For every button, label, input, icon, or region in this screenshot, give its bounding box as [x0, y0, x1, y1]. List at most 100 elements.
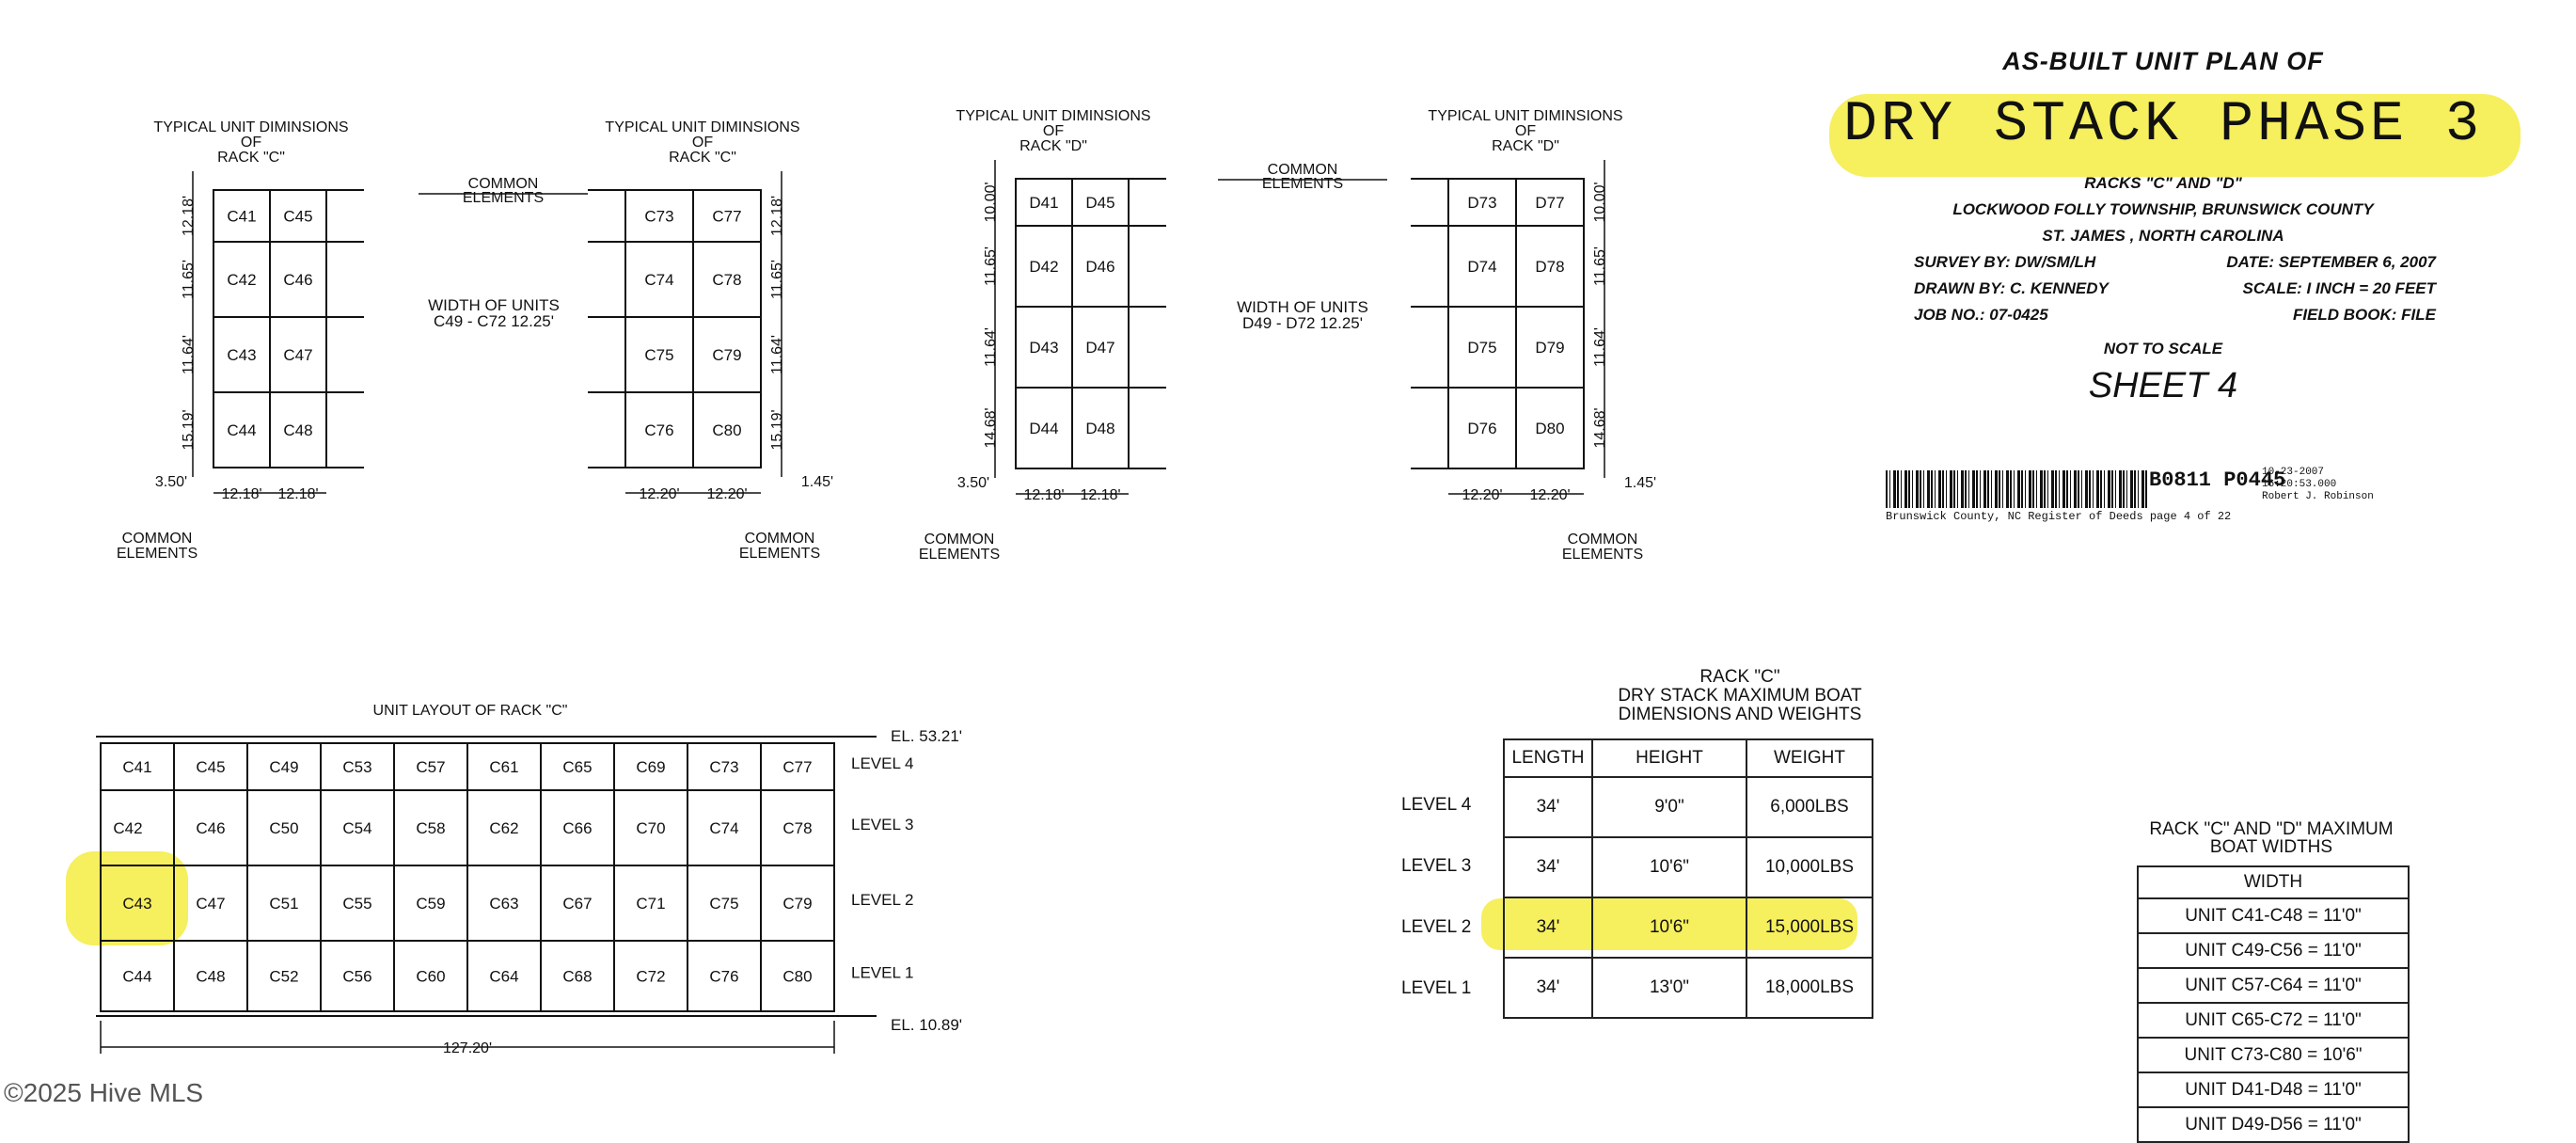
typical-heading: TYPICAL UNIT DIMINSIONS	[153, 119, 348, 135]
book-page: B0811 P0445	[2149, 468, 2286, 492]
layout-unit-label: C66	[562, 819, 592, 837]
row-dimension: 11.65'	[769, 260, 785, 299]
layout-unit-label: C69	[636, 758, 665, 776]
elevation-bottom: EL. 10.89'	[891, 1016, 962, 1034]
unit-label: C42	[227, 271, 256, 289]
boat-widths-table: WIDTH UNIT C41-C48 = 11'0" UNIT C49-C56 …	[2137, 865, 2410, 1143]
width-note: D49 - D72 12.25'	[1242, 314, 1363, 332]
township-line: LOCKWOOD FOLLY TOWNSHIP, BRUNSWICK COUNT…	[1952, 200, 2374, 218]
boat-cell: 15,000LBS	[1746, 897, 1873, 959]
common-elements-label: ELEMENTS	[463, 190, 544, 206]
boat-cell: 10'6"	[1591, 897, 1747, 959]
row-dimension: 11.64'	[181, 335, 197, 374]
unit-label: D43	[1029, 339, 1058, 357]
side-dimension: 1.45'	[801, 474, 833, 490]
row-dimension: 10.00'	[1592, 182, 1608, 222]
row-dimension: 14.68'	[1592, 407, 1608, 448]
boat-table-title-1: RACK "C"	[1699, 667, 1780, 687]
common-elements-note: COMMON	[745, 531, 815, 547]
unit-label: C75	[644, 346, 673, 364]
layout-unit-label: C67	[562, 895, 592, 913]
unit-label: C77	[712, 208, 741, 226]
title-block: AS-BUILT UNIT PLAN OF DRY STACK PHASE 3 …	[1825, 47, 2502, 406]
layout-unit-label: C56	[342, 968, 371, 986]
boat-cell: 6,000LBS	[1746, 776, 1873, 838]
survey-by: SURVEY BY: DW/SM/LH	[1914, 253, 2096, 271]
typical-heading: TYPICAL UNIT DIMINSIONS	[605, 119, 799, 135]
side-dimension: 3.50'	[155, 474, 187, 490]
row-dimension: 11.65'	[181, 260, 197, 299]
width-row: UNIT D49-D56 = 11'0"	[2137, 1106, 2410, 1143]
boat-level-label: LEVEL 3	[1401, 856, 1472, 876]
layout-unit-label: C50	[269, 819, 298, 837]
width-note: C49 - C72 12.25'	[434, 312, 554, 330]
width-header: WIDTH	[2137, 865, 2410, 899]
layout-level-label: LEVEL 2	[851, 891, 913, 909]
common-elements-note: ELEMENTS	[117, 546, 198, 562]
typical-heading: TYPICAL UNIT DIMINSIONS	[1428, 108, 1622, 124]
row-dimension: 10.00'	[983, 182, 999, 222]
unit-label: C79	[712, 346, 741, 364]
stamp-date: 10-23-2007	[2262, 467, 2325, 478]
typical-heading: OF	[1515, 123, 1536, 139]
unit-label: C76	[644, 421, 673, 439]
layout-unit-label: C64	[489, 968, 518, 986]
highlight-project-title	[1829, 94, 2521, 177]
unit-label: C43	[227, 346, 256, 364]
layout-unit-label: C73	[709, 758, 738, 776]
width-row: UNIT C73-C80 = 10'6"	[2137, 1037, 2410, 1073]
recording-stamp: 10-23-2007 16:20:53.000 Robert J. Robins…	[2262, 467, 2374, 503]
unit-label: C74	[644, 271, 673, 289]
layout-unit-label: C79	[782, 895, 812, 913]
unit-label: C73	[644, 208, 673, 226]
width-table-title-1: RACK "C" AND "D" MAXIMUM	[2149, 819, 2394, 839]
layout-width: 127.20'	[443, 1040, 492, 1056]
width-table-title-2: BOAT WIDTHS	[2209, 837, 2333, 857]
boat-cell: 10,000LBS	[1746, 836, 1873, 898]
racks-line: RACKS "C" AND "D"	[2084, 174, 2242, 192]
highlight-unit-c43	[66, 851, 188, 945]
common-elements-note: COMMON	[1568, 532, 1638, 548]
layout-unit-label: C63	[489, 895, 518, 913]
sheet-number: SHEET 4	[2088, 366, 2238, 405]
boat-cell: 13'0"	[1591, 957, 1747, 1019]
common-elements-note: COMMON	[122, 531, 193, 547]
layout-unit-label: C55	[342, 895, 371, 913]
unit-label: D75	[1467, 339, 1496, 357]
typical-heading: RACK "D"	[1492, 138, 1559, 154]
column-dimension: 12.20'	[1529, 487, 1570, 503]
unit-label: D74	[1467, 258, 1496, 276]
survey-date: DATE: SEPTEMBER 6, 2007	[2226, 253, 2436, 271]
layout-level-label: LEVEL 3	[851, 816, 913, 833]
unit-label: C47	[283, 346, 312, 364]
layout-unit-label: C52	[269, 968, 298, 986]
row-dimension: 11.65'	[1592, 246, 1608, 286]
layout-unit-label: C75	[709, 895, 738, 913]
layout-unit-label: C77	[782, 758, 812, 776]
boat-cell: 18,000LBS	[1746, 957, 1873, 1019]
typical-heading: OF	[1043, 123, 1064, 139]
unit-label: D79	[1535, 339, 1564, 357]
layout-unit-label: C58	[416, 819, 445, 837]
layout-unit-label: C59	[416, 895, 445, 913]
column-dimension: 12.18'	[1080, 487, 1120, 503]
layout-level-label: LEVEL 4	[851, 754, 913, 772]
elevation-top: EL. 53.21'	[891, 727, 962, 745]
copyright-watermark: ©2025 Hive MLS	[4, 1078, 204, 1107]
boat-table-title-3: DIMENSIONS AND WEIGHTS	[1618, 705, 1862, 724]
layout-unit-label: C70	[636, 819, 665, 837]
common-elements-label: ELEMENTS	[1262, 176, 1343, 192]
typical-heading: RACK "C"	[217, 150, 285, 166]
layout-unit-label: C57	[416, 758, 445, 776]
layout-unit-label: C76	[709, 968, 738, 986]
register-name: Robert J. Robinson	[2262, 491, 2374, 502]
unit-label: C46	[283, 271, 312, 289]
boat-level-label: LEVEL 1	[1401, 978, 1472, 998]
layout-unit-label: C42	[113, 819, 142, 837]
width-row: UNIT C57-C64 = 11'0"	[2137, 967, 2410, 1004]
title-line: AS-BUILT UNIT PLAN OF	[2002, 47, 2324, 75]
common-elements-note: COMMON	[925, 532, 995, 548]
row-dimension: 14.68'	[983, 407, 999, 448]
